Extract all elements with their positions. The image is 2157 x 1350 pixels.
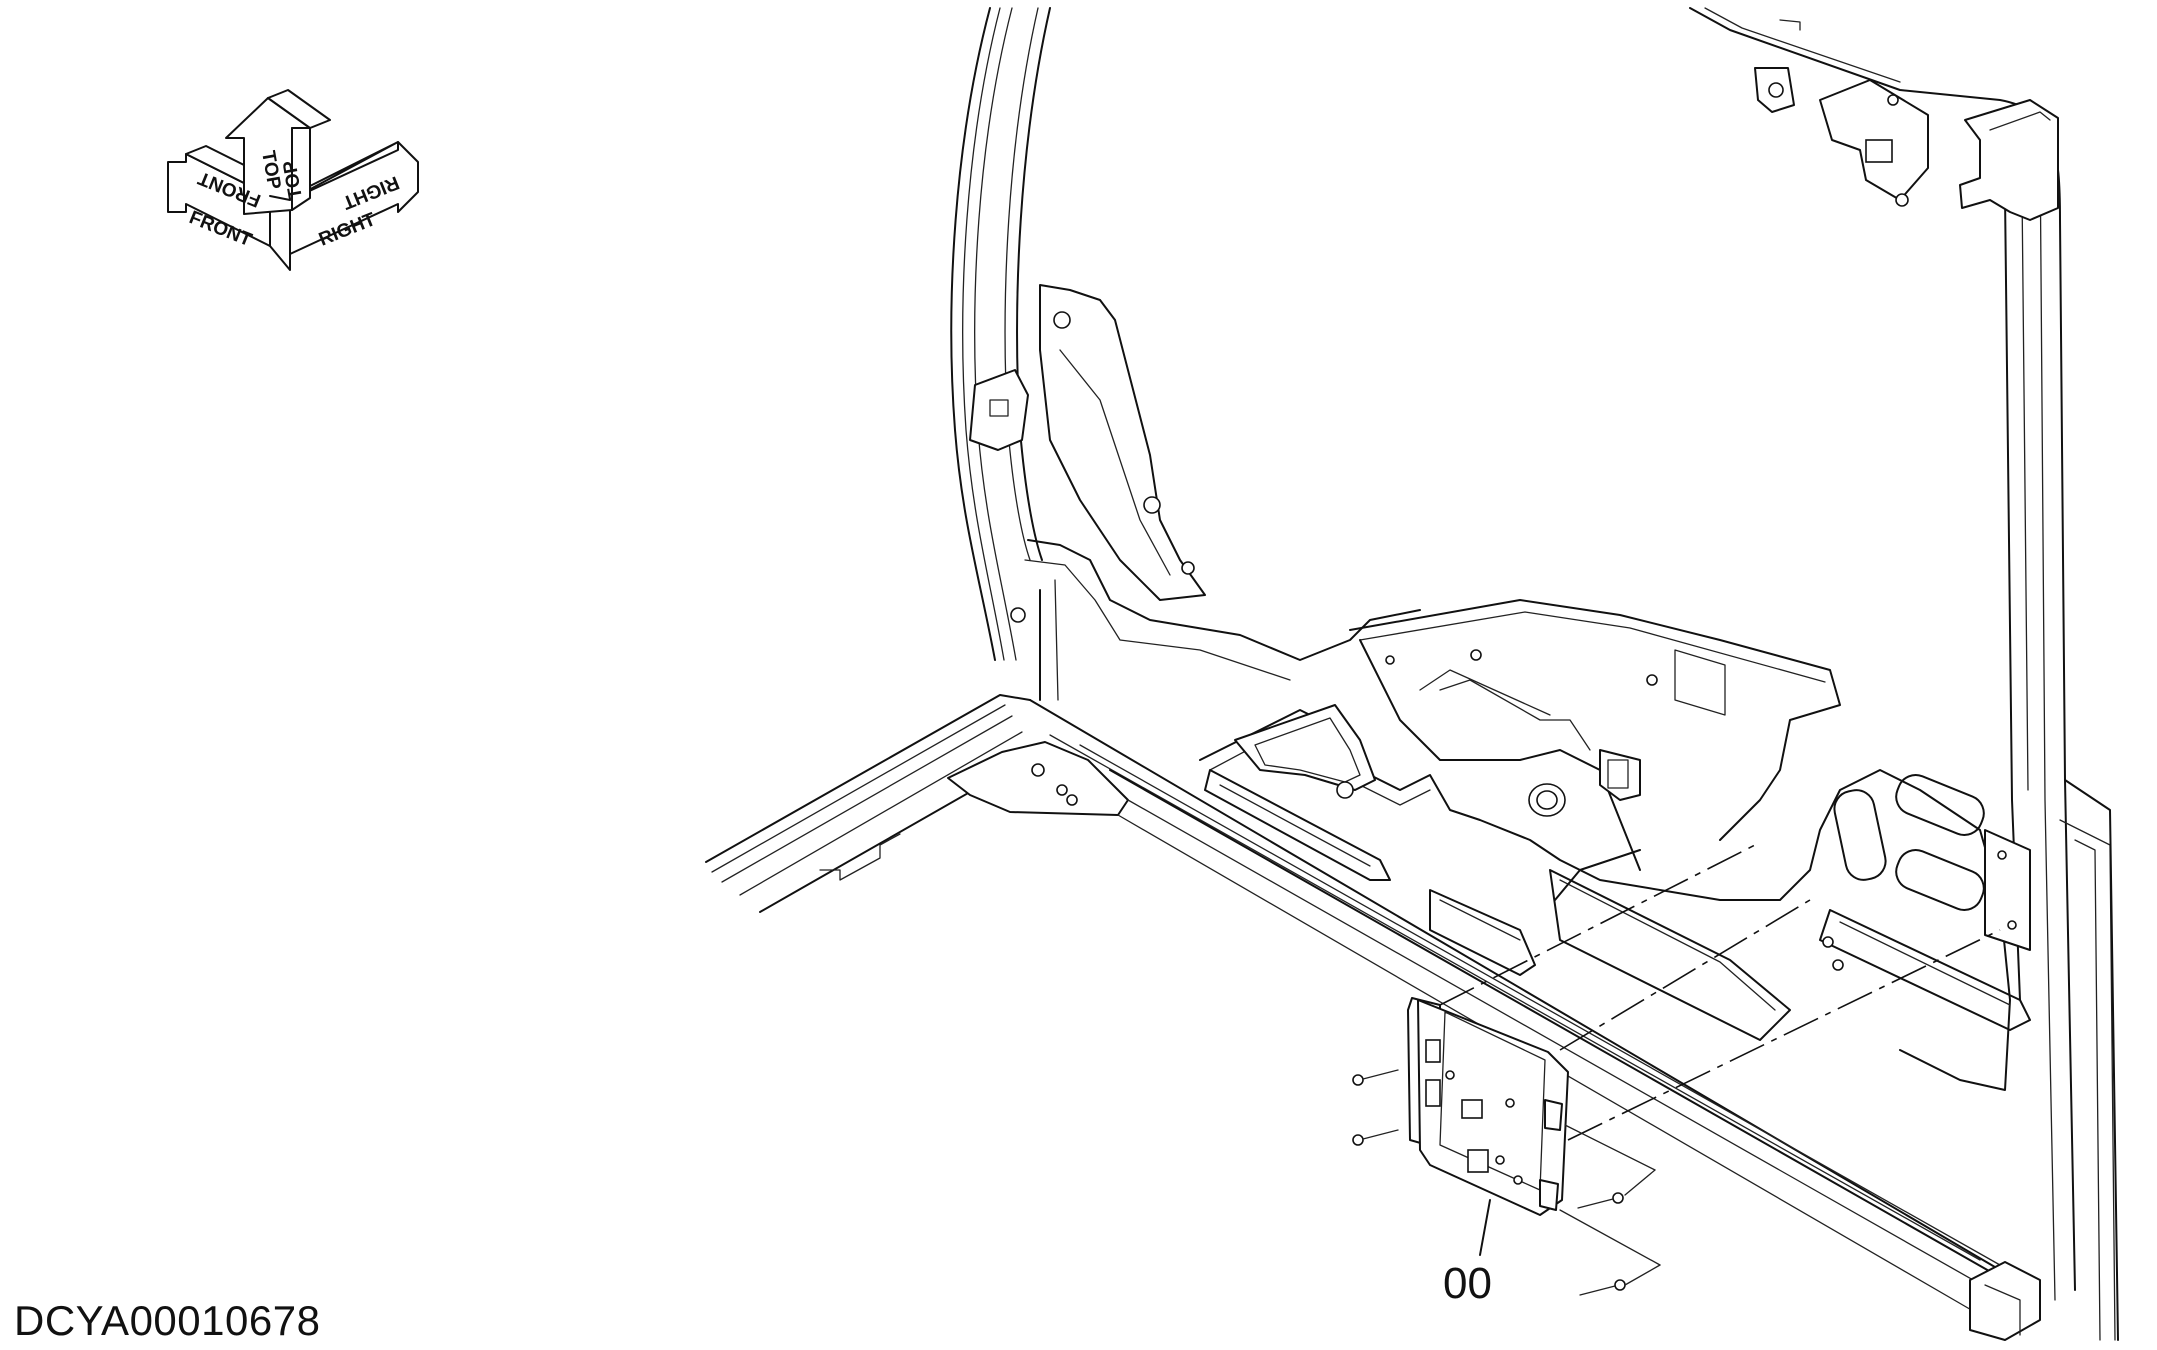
- part-00-control-module: [1407, 997, 1569, 1216]
- assembly-leader-lines: [1439, 844, 2001, 1286]
- drawing-id-label: DCYA00010678: [14, 1297, 321, 1344]
- part-callout-00: 00: [1443, 1259, 1492, 1308]
- orientation-indicator: FRONT FRONT TOP TOP RIGHT RIGHT: [167, 89, 419, 271]
- cab-frame: [705, 7, 2119, 1341]
- mounting-bolts: [1352, 1069, 1626, 1296]
